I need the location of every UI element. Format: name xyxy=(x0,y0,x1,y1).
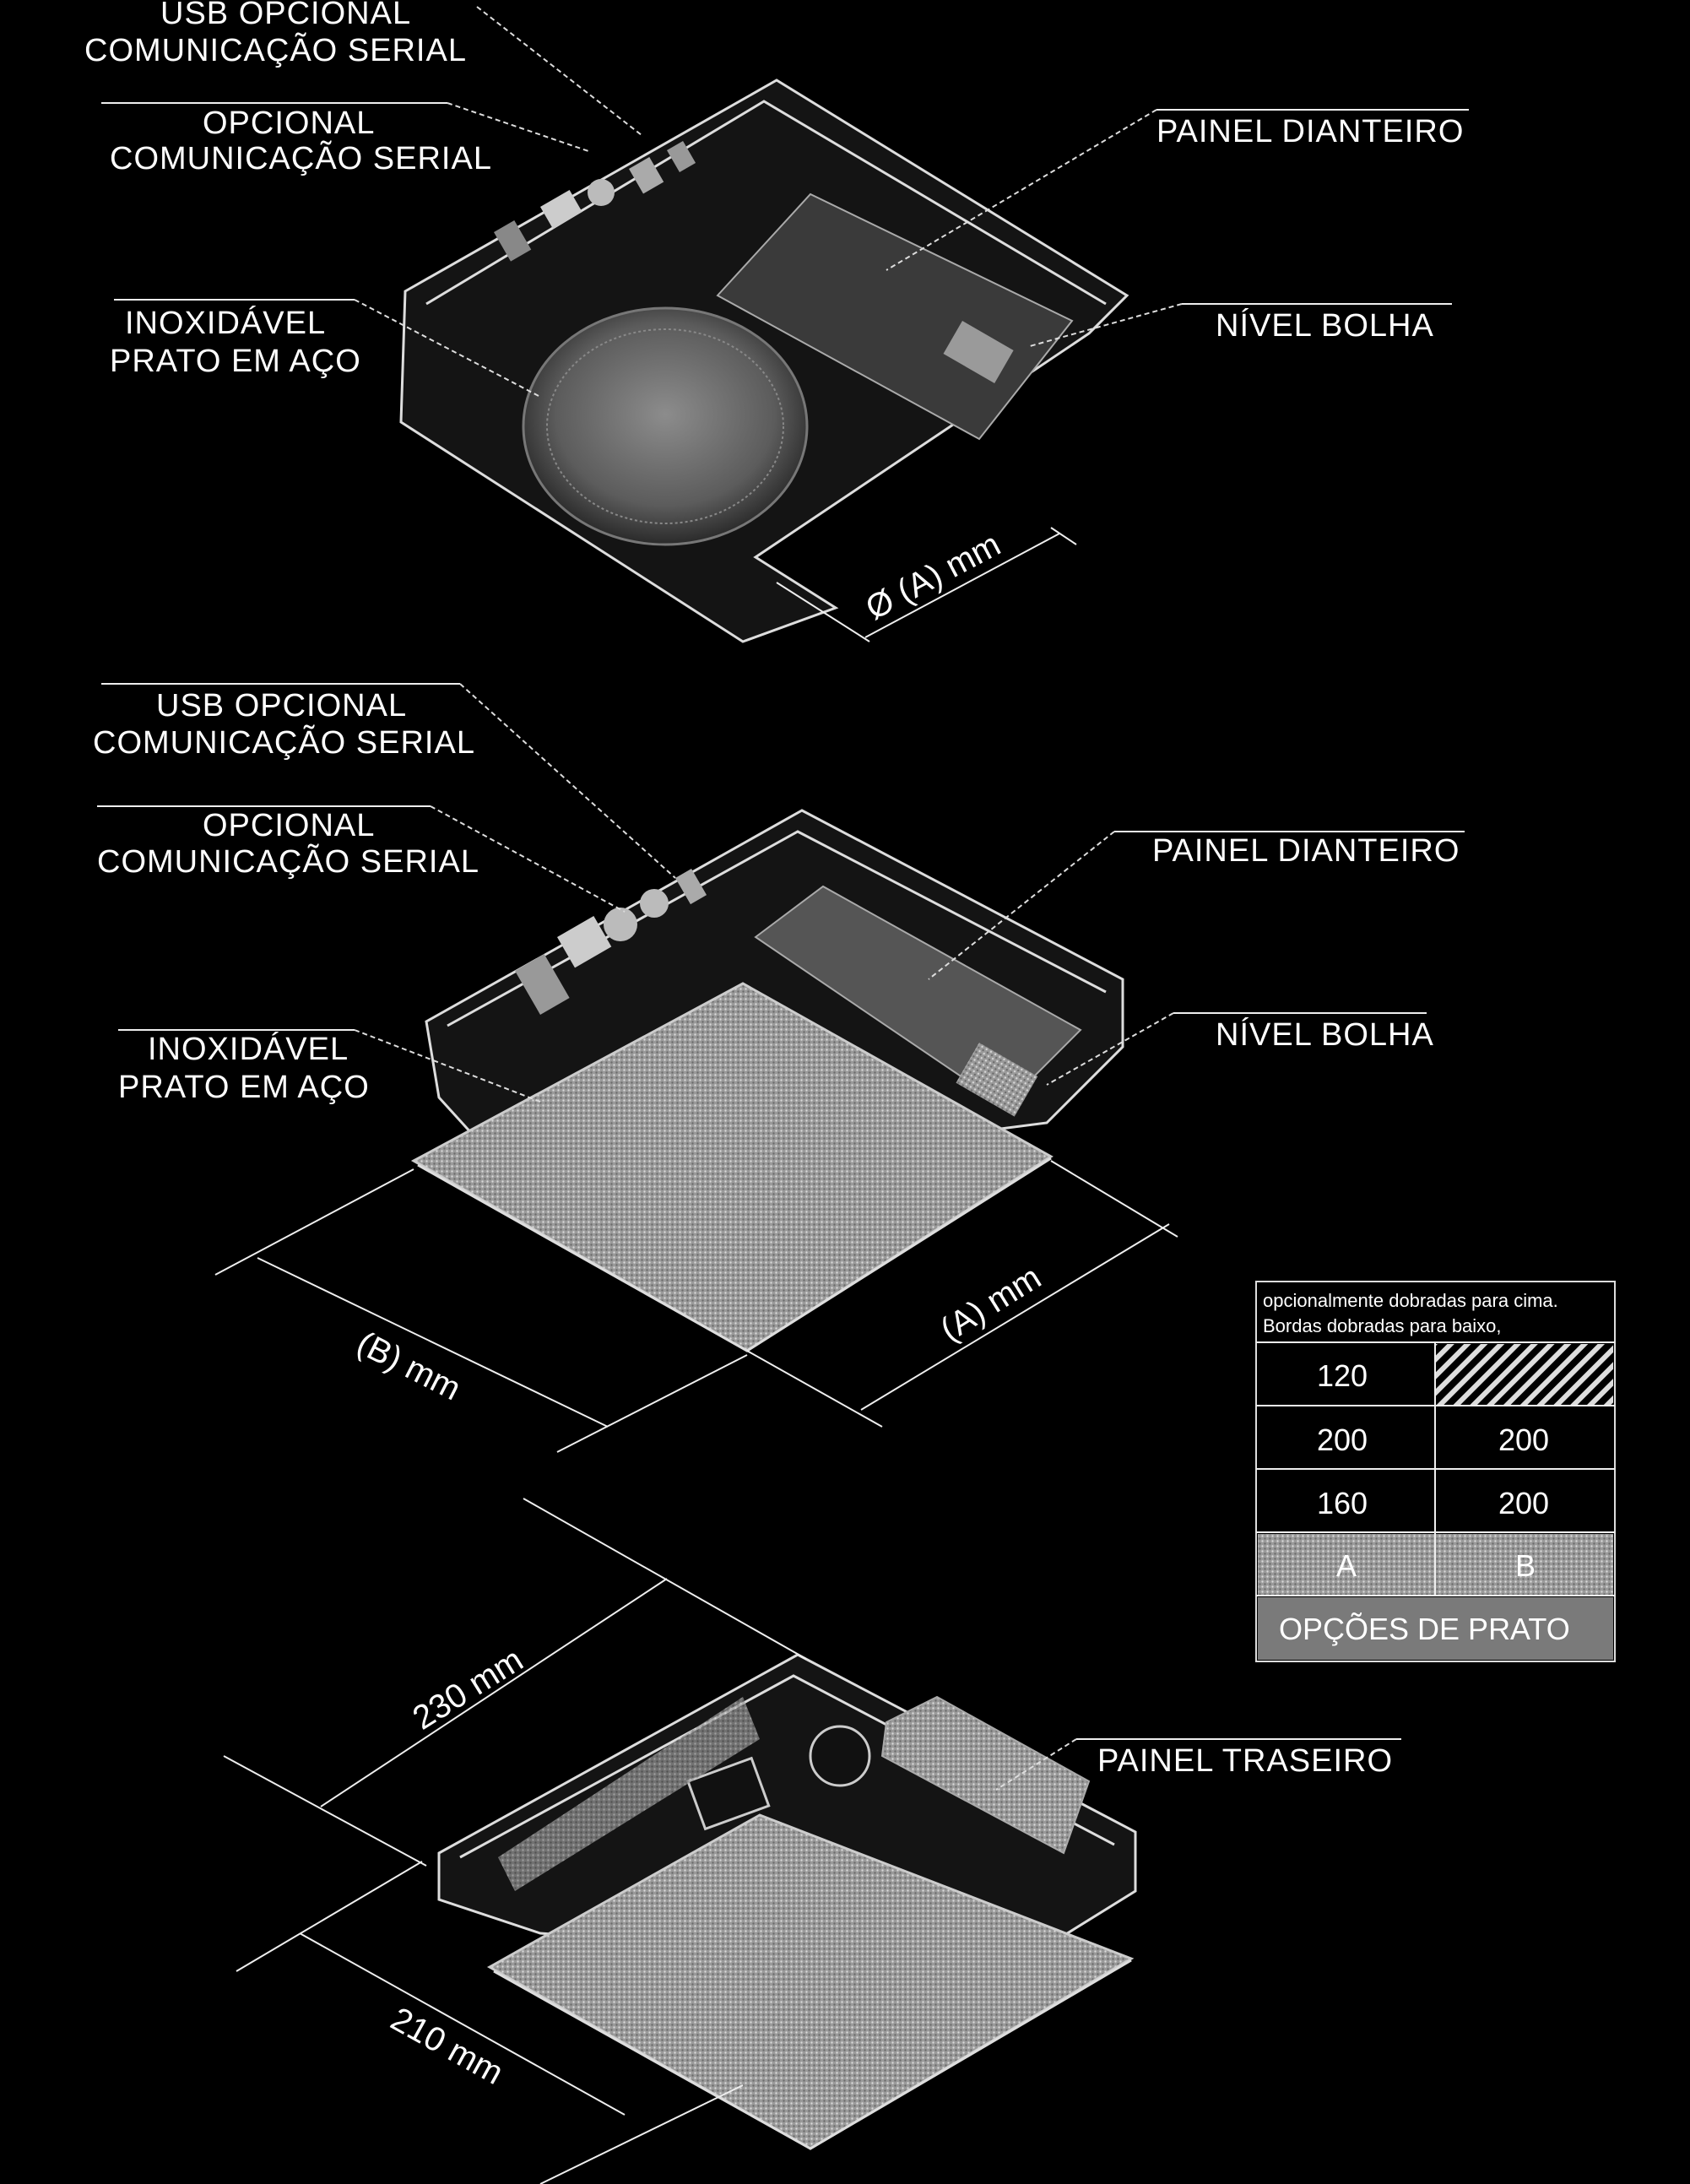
plate-label-1-line2: INOXIDÁVEL xyxy=(125,305,326,341)
optional-label-2: OPCIONAL xyxy=(203,808,375,843)
front-panel-label-2: PAINEL DIANTEIRO xyxy=(1152,833,1460,869)
figure-round-plate-scale: Ø (A) mm USB OPCIONAL COMUNICAÇÃO SERIAL… xyxy=(84,0,1469,643)
serial-comm-label-2a: COMUNICAÇÃO SERIAL xyxy=(93,724,475,761)
dimension-b-label: (B) mm xyxy=(351,1325,467,1408)
table-row2-a: 200 xyxy=(1317,1423,1368,1457)
front-panel-2 xyxy=(754,885,1082,1108)
figure-rear-view-scale: 230 mm 210 mm PAINEL TRASEIRO xyxy=(223,1498,1401,2184)
table-note-line2: opcionalmente dobradas para cima. xyxy=(1263,1290,1558,1311)
plate-label-2-line2: INOXIDÁVEL xyxy=(148,1031,349,1067)
connector-strip-1 xyxy=(494,141,696,262)
rear-panel-label: PAINEL TRASEIRO xyxy=(1097,1743,1393,1779)
bubble-level-label-2: NÍVEL BOLHA xyxy=(1216,1016,1434,1053)
table-row1-a: 160 xyxy=(1317,1486,1368,1520)
plate-label-2-line1: PRATO EM AÇO xyxy=(118,1070,370,1105)
dimension-230-label: 230 mm xyxy=(406,1641,529,1737)
table-row1-b: 200 xyxy=(1498,1486,1549,1520)
round-plate xyxy=(522,306,809,546)
usb-optional-label-1: USB OPCIONAL xyxy=(160,0,411,31)
dimension-a-label: (A) mm xyxy=(934,1259,1047,1349)
front-panel-1 xyxy=(716,192,1074,441)
table-title: OPÇÕES DE PRATO xyxy=(1279,1612,1570,1646)
table-col-b: B xyxy=(1515,1548,1536,1583)
connector-strip-2 xyxy=(514,869,707,1015)
table-note-line1: Bordas dobradas para baixo, xyxy=(1263,1315,1502,1336)
scale-body-3 xyxy=(437,1653,1137,1969)
serial-comm-label-2b: COMUNICAÇÃO SERIAL xyxy=(97,843,479,880)
table-col-a: A xyxy=(1336,1548,1357,1583)
plate-label-1-line1: PRATO EM AÇO xyxy=(110,344,361,379)
serial-comm-label-1a: COMUNICAÇÃO SERIAL xyxy=(84,32,467,68)
dimension-diameter-label: Ø (A) mm xyxy=(860,526,1007,627)
optional-label-1: OPCIONAL xyxy=(203,106,375,141)
front-panel-label-1: PAINEL DIANTEIRO xyxy=(1156,114,1464,149)
bubble-level-label-1: NÍVEL BOLHA xyxy=(1216,307,1434,344)
serial-comm-label-1b: COMUNICAÇÃO SERIAL xyxy=(110,140,492,176)
usb-optional-label-2: USB OPCIONAL xyxy=(156,688,407,723)
table-row2-b: 200 xyxy=(1498,1423,1549,1457)
dimension-210-label: 210 mm xyxy=(385,2000,510,2092)
table-row3-a: 120 xyxy=(1317,1358,1368,1393)
rear-panel xyxy=(880,1695,1091,1855)
plate-options-table: Bordas dobradas para baixo, opcionalment… xyxy=(1255,1281,1616,1662)
